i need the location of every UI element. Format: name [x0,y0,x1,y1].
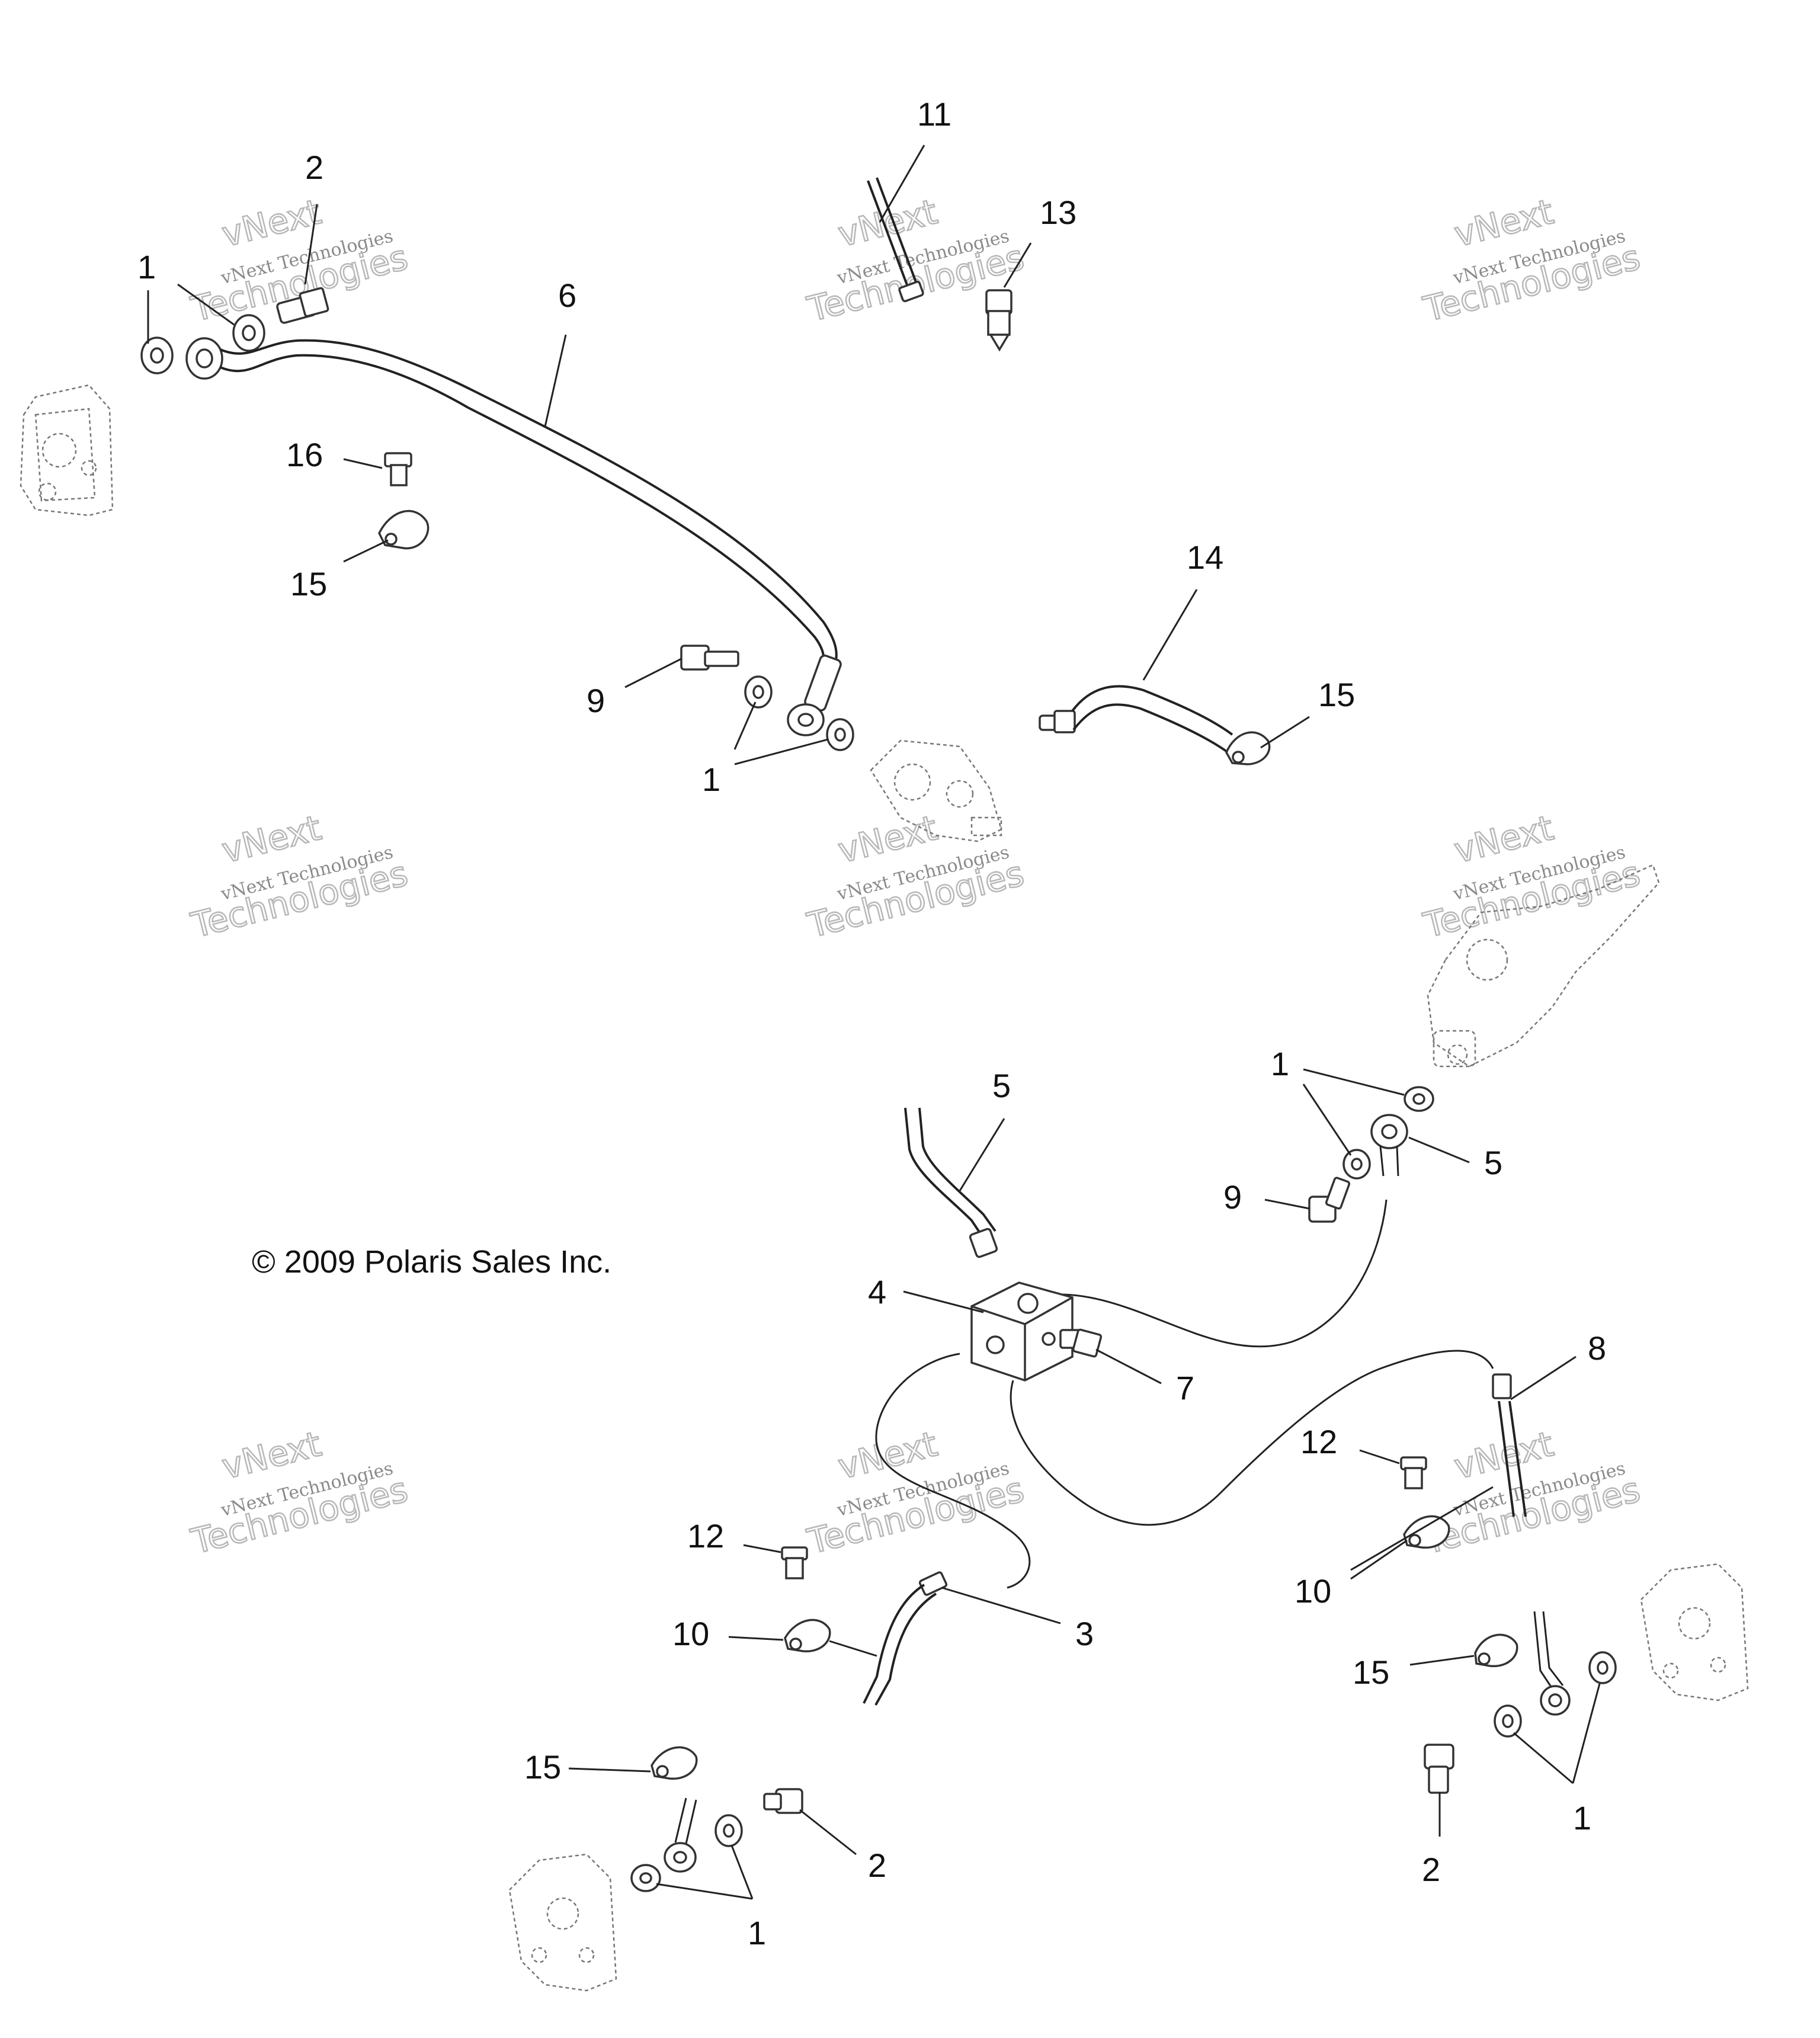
watermark-vnext: vNext [218,191,325,255]
callout-11: 11 [917,95,951,133]
banjo-bolt-2-top-left [276,287,329,324]
washer-1-center-a-hole [752,685,764,699]
callout-5: 5 [992,1067,1011,1104]
callout-15: 15 [290,565,327,603]
banjo-bolt-9-right [1308,1177,1351,1223]
clamp-15-right-top [1225,731,1271,765]
callout-1: 1 [1573,1799,1591,1837]
clamp-10-left [784,1619,831,1652]
watermark-group: vNext vNext Technologies Technologies vN… [187,191,1645,1563]
callout-2: 2 [1422,1851,1440,1888]
callout-13: 13 [1040,194,1076,231]
washer-1-center-b-hole [834,728,846,742]
caliper-bottom-left [508,1853,617,1992]
bolt-16 [384,452,412,486]
callout-2: 2 [868,1847,886,1884]
callout-5: 5 [1484,1144,1502,1181]
callout-15: 15 [1318,676,1355,713]
master-cylinder-center [870,739,1002,842]
leader-lines [147,145,1601,1900]
copyright-notice: © 2009 Polaris Sales Inc. [252,1244,611,1280]
hose-block-to-right [1010,1350,1494,1526]
brake-line-14 [1039,685,1233,752]
brake-line-5-center [904,1107,998,1258]
callout-9: 9 [587,682,605,719]
callout-6: 6 [558,277,576,314]
banjo-bolt-2-bottom-right [1424,1744,1454,1794]
brake-distribution-block-4 [970,1281,1074,1382]
callout-9: 9 [1223,1178,1242,1216]
watermark-vnext: vNext [834,807,941,871]
banjo-bolt-2-bottom-left [763,1788,803,1814]
callout-1: 1 [137,248,156,286]
callout-3: 3 [1075,1615,1094,1652]
callout-2: 2 [305,149,323,186]
bolt-12-right [1400,1456,1427,1489]
callout-8: 8 [1588,1329,1606,1367]
brake-line-3 [863,1571,948,1706]
clamp-15-top [378,510,430,550]
bolt-12-left [781,1546,808,1579]
clamp-15-right-bottom [1474,1633,1518,1667]
callout-16: 16 [286,436,323,473]
hose-block-to-left [875,1353,1031,1589]
plug-7 [1059,1328,1103,1358]
washer-1-bottom-left-a-hole [723,1824,735,1838]
callout-1: 1 [748,1914,766,1952]
washer-1-right-a-hole [1412,1093,1425,1105]
caliper-bottom-right [1640,1563,1749,1701]
master-cylinder-right [1427,864,1660,1068]
callout-14: 14 [1187,539,1223,576]
watermark-vnext: vNext [1450,807,1558,871]
callout-7: 7 [1176,1369,1194,1406]
watermark-vnext: vNext [834,1424,941,1487]
washer-1-top-left-a-hole [150,347,164,364]
callout-15: 15 [524,1748,561,1786]
callout-10: 10 [1294,1572,1331,1610]
washer-1-right-b-hole [1351,1158,1363,1171]
clamp-15-bottom-left [651,1746,698,1780]
watermark-vnext: vNext [218,1424,325,1487]
clamp-10-right [1403,1515,1450,1549]
washer-1-bottom-left-b-hole [639,1872,652,1884]
callout-1: 1 [1271,1045,1289,1082]
line-11 [867,177,924,303]
brake-line-6 [185,337,842,736]
callout-12: 12 [1300,1423,1337,1460]
caliper-top-left [20,384,114,517]
watermark-vnext: vNext [218,807,325,871]
callout-12: 12 [687,1517,724,1555]
washer-1-bottom-right-a-hole [1597,1661,1608,1675]
watermark-vnext: vNext [1450,191,1558,255]
brake-line-5-right [1054,1114,1408,1348]
washer-1-top-left-b-hole [242,325,256,341]
callout-15: 15 [1353,1654,1389,1691]
brake-line-bottom-left-stub [664,1797,697,1873]
brake-line-8 [1492,1373,1571,1716]
watermark-vnext: vNext [834,191,941,255]
washer-1-bottom-right-b-hole [1502,1714,1514,1728]
banjo-bolt-9-top [680,645,739,671]
callout-10: 10 [672,1615,709,1652]
callout-1: 1 [702,761,720,798]
callout-numbers: 1 2 6 16 15 11 13 9 1 14 15 5 1 5 9 4 7 … [137,95,1606,1952]
brake-switch-13 [985,289,1012,352]
callout-4: 4 [868,1273,886,1310]
